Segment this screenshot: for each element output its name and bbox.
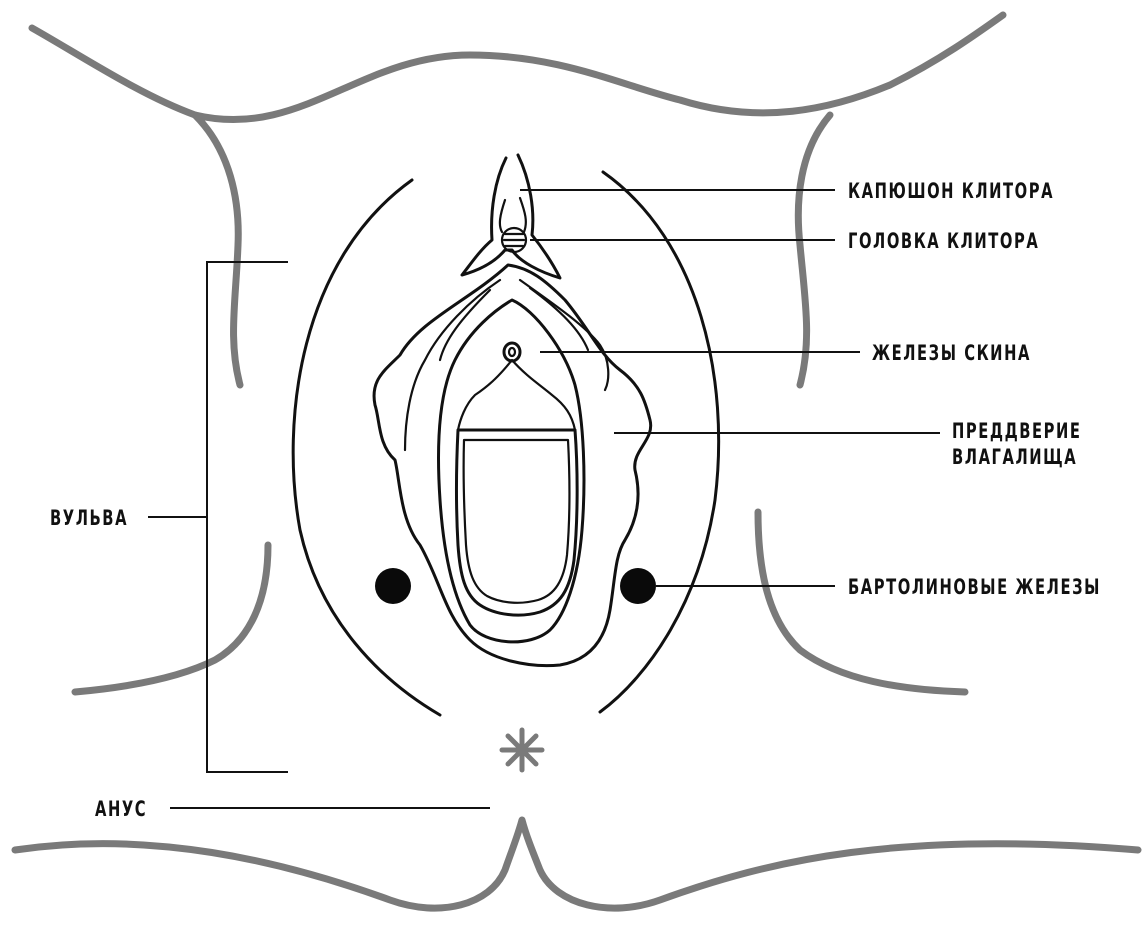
label-anus: Анус	[95, 796, 147, 822]
label-bartholin-glands: Бартолиновые железы	[848, 574, 1101, 600]
left-labia-majora	[293, 180, 440, 715]
vaginal-opening-outer	[457, 430, 578, 615]
clitoral-glans-texture	[504, 234, 524, 246]
label-clitoral-hood: Капюшон клитора	[848, 178, 1054, 204]
label-vestibule-line2: влагалища	[952, 444, 1082, 470]
labia-minora-outer	[374, 265, 651, 666]
labia-minora-right-inner	[520, 280, 608, 390]
bartholin-gland-right	[620, 568, 656, 604]
urethra-inner	[509, 348, 515, 356]
urethra-outer	[504, 343, 520, 361]
vulva-bracket	[207, 262, 288, 772]
hymen-ring	[458, 360, 575, 430]
labia-minora	[374, 265, 651, 666]
left-thigh-lower	[75, 545, 268, 692]
right-labia-majora	[600, 172, 719, 712]
top-body-contour	[32, 15, 1003, 120]
label-vestibule: Преддверие влагалища	[952, 418, 1082, 470]
vaginal-opening-inner	[464, 440, 570, 603]
bartholin-gland-left	[375, 568, 411, 604]
right-thigh-lower	[758, 512, 965, 692]
labia-majora	[293, 172, 718, 715]
urethral-opening	[504, 343, 520, 361]
clitoral-glans	[502, 228, 526, 252]
label-skene-glands: Железы Скина	[872, 340, 1031, 366]
clitoral-hood	[462, 155, 560, 278]
label-vulva: Вульва	[50, 505, 128, 531]
label-clitoral-glans: Головка клитора	[848, 228, 1039, 254]
buttocks-contour	[15, 820, 1138, 908]
left-thigh-upper	[195, 115, 240, 385]
clitoral-hood-inner	[500, 198, 526, 232]
clitoral-hood-outer	[462, 155, 560, 278]
right-thigh-upper	[798, 115, 830, 385]
anus-icon	[502, 730, 542, 770]
label-vestibule-line1: Преддверие	[952, 418, 1082, 444]
